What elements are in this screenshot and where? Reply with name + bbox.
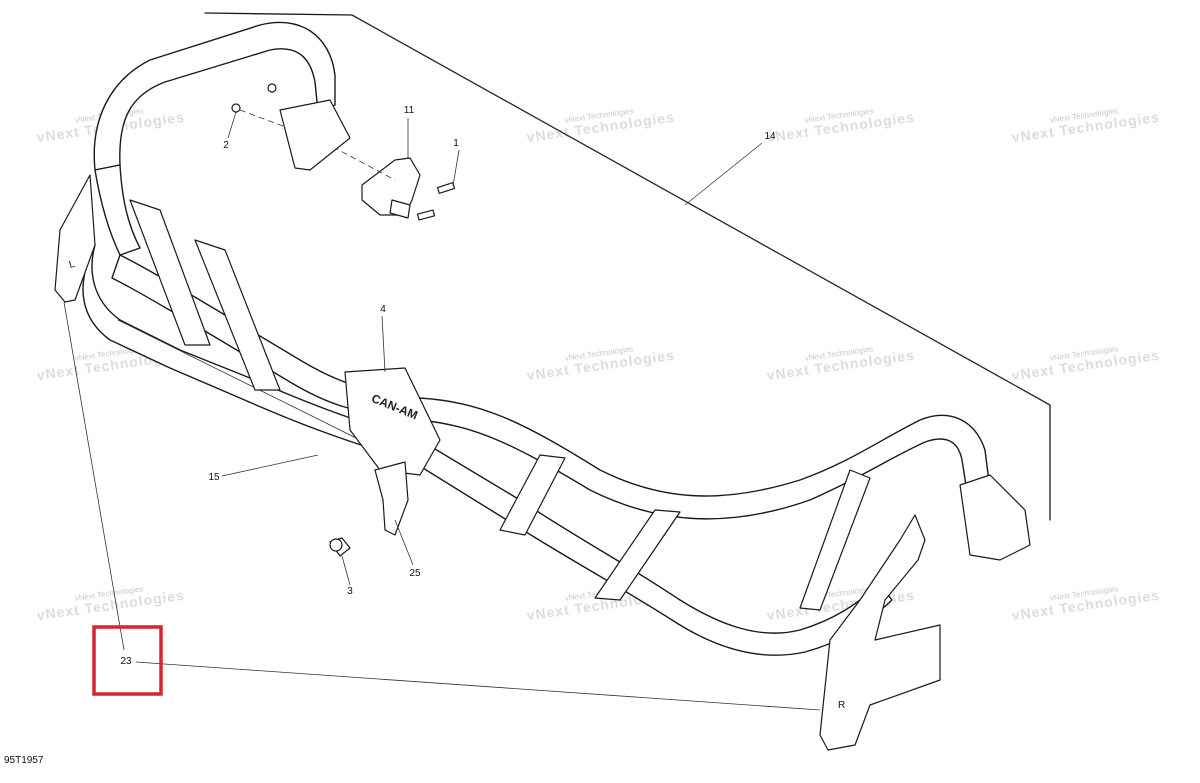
left-bracket-mark: L (68, 259, 77, 271)
callout-14: 14 (764, 131, 776, 142)
callouts: 1 2 3 4 11 14 15 23 25 (120, 105, 776, 667)
callout-2: 2 (223, 140, 229, 151)
latch-part (361, 157, 456, 221)
callout-11: 11 (404, 105, 415, 116)
callout-23-highlight-box (92, 625, 163, 696)
callout-23: 23 (120, 656, 132, 667)
rack-frame (82, 21, 991, 656)
callout-25: 25 (409, 568, 421, 579)
center-bracket (329, 461, 409, 557)
document-id: 95T1957 (4, 755, 44, 766)
right-bracket-mark: R (838, 700, 845, 711)
callout-1: 1 (453, 138, 459, 149)
side-bracket-left: L (54, 174, 96, 303)
callout-3: 3 (347, 586, 353, 597)
brand-plate: CAN-AM (344, 367, 441, 476)
callout-4: 4 (380, 304, 386, 315)
cargo-bed-outline (204, 12, 1051, 521)
bracket-bolts (231, 83, 396, 181)
side-bracket-right: R (819, 474, 1031, 751)
callout-15: 15 (208, 472, 220, 483)
leader-lines (63, 111, 821, 711)
